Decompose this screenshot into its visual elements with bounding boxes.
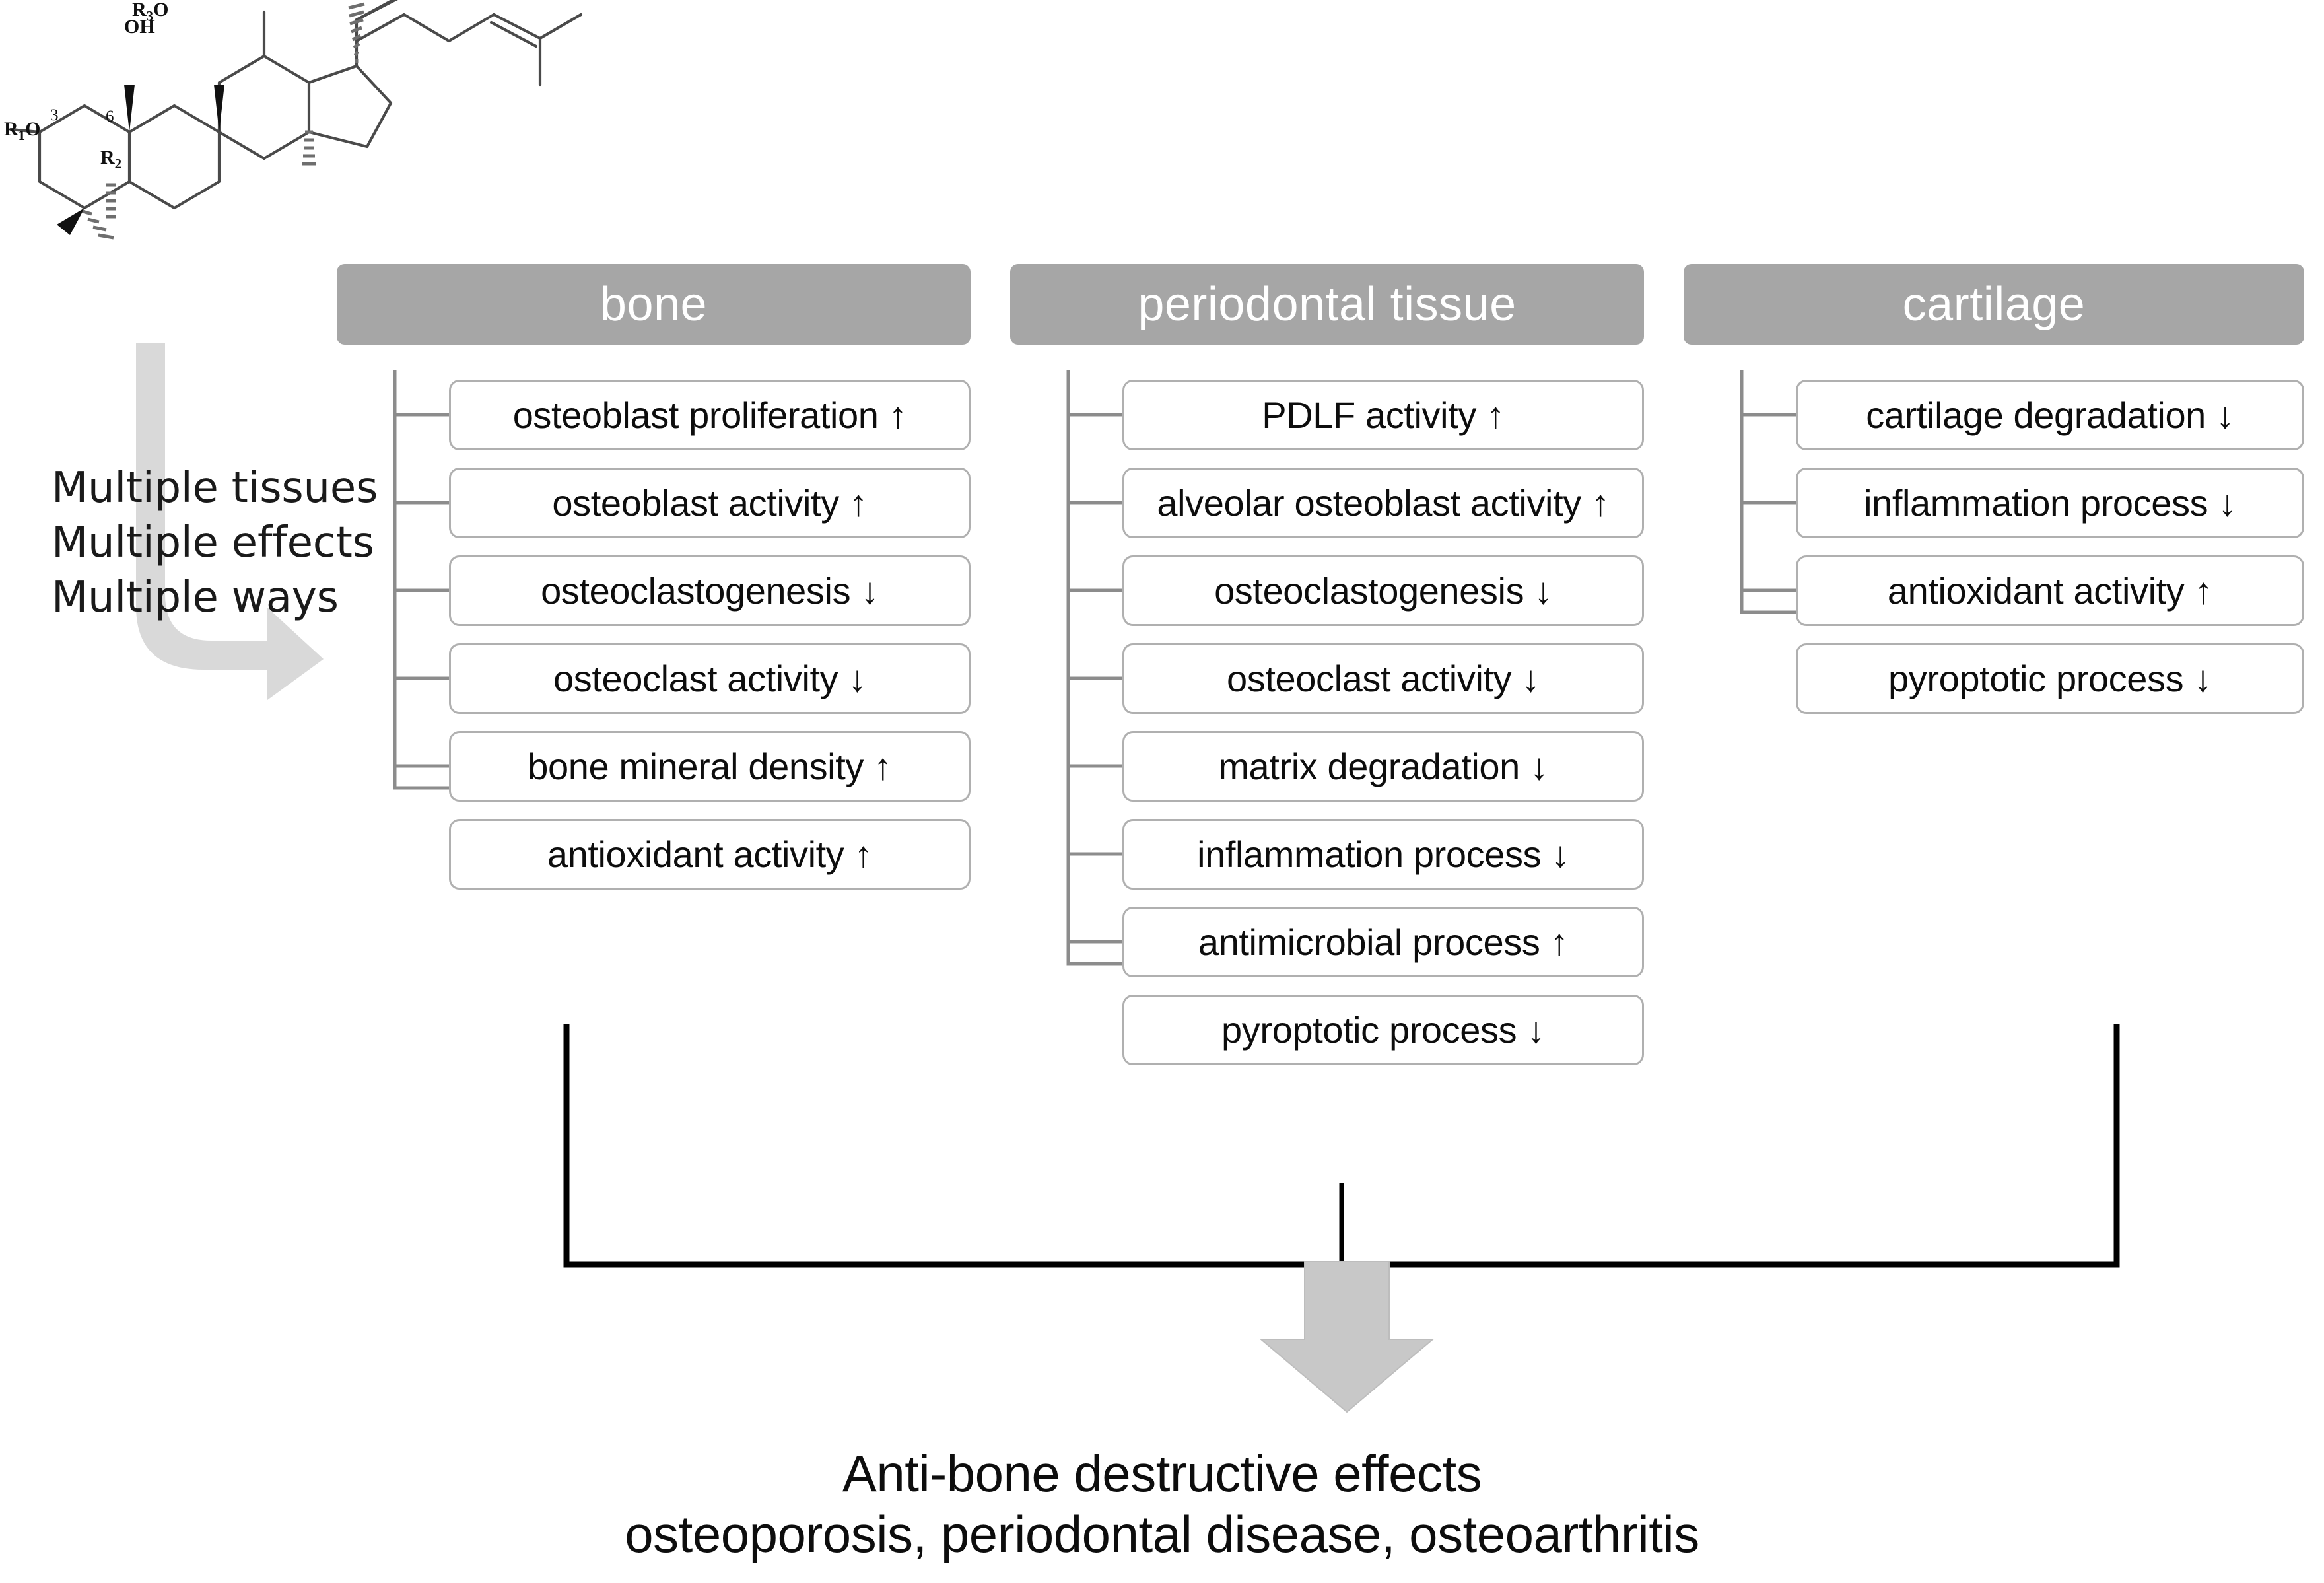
node-label: osteoclastogenesis ↓	[1214, 570, 1552, 612]
node-label: osteoblast proliferation ↑	[512, 394, 907, 436]
column-body-bone: osteoblast proliferation ↑ osteoblast ac…	[337, 370, 971, 890]
conclusion-line-2: osteoporosis, periodontal disease, osteo…	[625, 1505, 1699, 1564]
node-perio-8: pyroptotic process ↓	[1122, 995, 1644, 1065]
node-perio-4: osteoclast activity ↓	[1122, 643, 1644, 714]
node-bone-2: osteoblast activity ↑	[449, 468, 971, 538]
connector-tree-bone	[393, 370, 452, 790]
node-label: osteoclastogenesis ↓	[541, 570, 879, 612]
column-body-cartilage: cartilage degradation ↓ inflammation pro…	[1684, 370, 2304, 746]
node-perio-6: inflammation process ↓	[1122, 819, 1644, 890]
node-label: alveolar osteoblast activity ↑	[1157, 482, 1610, 524]
conclusion-block: Anti-bone destructive effects osteoporos…	[0, 1443, 2324, 1565]
node-cartilage-4: pyroptotic process ↓	[1796, 643, 2304, 714]
column-body-periodontal-tissue: PDLF activity ↑ alveolar osteoblast acti…	[1010, 370, 1644, 1065]
label-R2: R2	[100, 147, 121, 172]
node-label: pyroptotic process ↓	[1888, 658, 2212, 699]
curved-arrow-icon	[136, 343, 324, 700]
convergence-bracket	[563, 1024, 2120, 1268]
column-header-bone: bone	[337, 264, 971, 345]
label-position-6: 6	[106, 108, 114, 125]
column-header-periodontal-tissue: periodontal tissue	[1010, 264, 1644, 345]
label-OH: OH	[124, 16, 155, 38]
node-label: inflammation process ↓	[1864, 482, 2236, 524]
node-label: cartilage degradation ↓	[1866, 394, 2234, 436]
column-header-cartilage: cartilage	[1684, 264, 2304, 345]
node-perio-3: osteoclastogenesis ↓	[1122, 555, 1644, 626]
node-label: matrix degradation ↓	[1218, 746, 1548, 787]
conclusion-line-1: Anti-bone destructive effects	[842, 1444, 1482, 1502]
node-label: antioxidant activity ↑	[547, 833, 873, 875]
node-label: osteoblast activity ↑	[552, 482, 868, 524]
connector-tree-cartilage	[1740, 370, 1799, 614]
node-bone-3: osteoclastogenesis ↓	[449, 555, 971, 626]
node-cartilage-3: antioxidant activity ↑	[1796, 555, 2304, 626]
node-label: antioxidant activity ↑	[1887, 570, 2213, 612]
node-bone-1: osteoblast proliferation ↑	[449, 380, 971, 450]
node-bone-5: bone mineral density ↑	[449, 731, 971, 802]
label-R3O: R3O	[132, 0, 169, 24]
label-R1O: R1O	[4, 118, 41, 143]
node-bone-6: antioxidant activity ↑	[449, 819, 971, 890]
down-arrow-icon	[1259, 1261, 1435, 1413]
tagline-line-1: Multiple tissues	[51, 464, 378, 512]
node-perio-7: antimicrobial process ↑	[1122, 907, 1644, 977]
node-label: bone mineral density ↑	[528, 746, 892, 787]
node-cartilage-2: inflammation process ↓	[1796, 468, 2304, 538]
node-label: osteoclast activity ↓	[553, 658, 866, 699]
node-bone-4: osteoclast activity ↓	[449, 643, 971, 714]
tagline-block: Multiple tissues Multiple effects Multip…	[51, 461, 378, 626]
node-perio-5: matrix degradation ↓	[1122, 731, 1644, 802]
connector-tree-periodontal	[1066, 370, 1126, 966]
node-label: pyroptotic process ↓	[1221, 1009, 1545, 1051]
label-position-3: 3	[50, 106, 59, 124]
node-label: PDLF activity ↑	[1262, 394, 1505, 436]
node-label: osteoclast activity ↓	[1227, 658, 1540, 699]
node-perio-1: PDLF activity ↑	[1122, 380, 1644, 450]
node-cartilage-1: cartilage degradation ↓	[1796, 380, 2304, 450]
chemical-structure-diagram: OH R3O R1O R2 3 6	[4, 0, 583, 240]
node-label: inflammation process ↓	[1197, 833, 1569, 875]
tagline-line-3: Multiple ways	[51, 573, 339, 623]
node-perio-2: alveolar osteoblast activity ↑	[1122, 468, 1644, 538]
tagline-line-2: Multiple effects	[51, 518, 374, 568]
node-label: antimicrobial process ↑	[1198, 921, 1569, 963]
